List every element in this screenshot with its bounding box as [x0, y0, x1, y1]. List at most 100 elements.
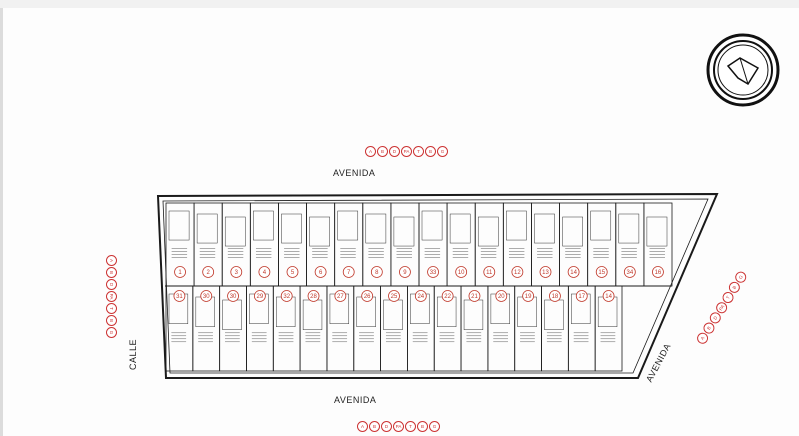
zone-code: B [106, 267, 117, 278]
lot-number: 26 [364, 294, 371, 300]
lot-number-circle [455, 266, 468, 278]
lot-parcel [643, 202, 673, 287]
lot-number: 30 [203, 294, 210, 300]
lot-number-circle [388, 290, 400, 302]
lot-number: 34 [626, 270, 633, 276]
lot-number: 22 [444, 294, 451, 300]
lot-number-circle [483, 266, 496, 278]
lot-number: 21 [471, 294, 478, 300]
left-border [0, 8, 3, 436]
lot-number: 3 [235, 270, 239, 276]
lot-number-circle [652, 266, 664, 278]
lot-number: 24 [417, 294, 424, 300]
building-footprint [562, 216, 583, 247]
building-footprint [309, 216, 330, 247]
lot-number: 18 [552, 294, 559, 300]
building-footprint [421, 210, 443, 241]
building-footprint [253, 210, 274, 241]
lot-number-circle [414, 290, 427, 302]
lot-number: 14 [605, 294, 612, 300]
lot-number-circle [202, 266, 215, 278]
lot-number-circle [575, 290, 588, 302]
lot-number: 27 [337, 294, 344, 300]
lot-number-circle [230, 266, 243, 278]
street-label-left: CALLE [128, 338, 138, 370]
building-footprint [590, 210, 612, 241]
lot-number: 17 [578, 294, 585, 300]
lot-number-circle [602, 290, 615, 302]
zone-code: T [106, 303, 117, 314]
lot-number: 10 [458, 270, 465, 276]
building-footprint [463, 299, 484, 330]
building-footprint [618, 213, 640, 244]
lot-number-circle [539, 266, 552, 278]
lot-number-circle [511, 266, 524, 278]
lot-number: 13 [542, 270, 549, 276]
zone-code: A [106, 255, 117, 266]
zone-code: PA [393, 421, 404, 432]
block-outline [156, 192, 719, 379]
lot-number: 5 [291, 270, 295, 276]
lot-number-circle [567, 266, 580, 278]
lot-number-circle [427, 266, 439, 278]
lot-number-circle [307, 290, 320, 302]
zone-code: B [377, 146, 388, 157]
building-footprint [281, 213, 302, 244]
building-footprint [544, 299, 564, 330]
lot-number: 16 [655, 270, 662, 276]
lot-number: 30 [230, 294, 237, 300]
zone-code: T [413, 146, 424, 157]
building-footprint [383, 299, 403, 330]
zone-code: PA [401, 146, 412, 157]
lot-number: 31 [176, 294, 183, 300]
lot-number: 15 [598, 270, 605, 276]
street-label-bottom: AVENIDA [334, 395, 377, 405]
lot-number: 19 [525, 294, 532, 300]
zone-code: A [357, 421, 368, 432]
building-footprint [449, 213, 471, 244]
lot-number: 11 [486, 270, 493, 276]
zone-code: B [369, 421, 380, 432]
lot-number-circle [314, 266, 327, 278]
building-footprint [168, 210, 190, 241]
lot-number-circle [200, 290, 213, 302]
zone-code: A [365, 146, 376, 157]
zone-code: T [405, 421, 416, 432]
zone-code: D [381, 421, 392, 432]
lot-number-circle [468, 290, 481, 302]
street-label-top: AVENIDA [333, 168, 376, 178]
lot-parcel [594, 285, 623, 372]
building-footprint [196, 213, 218, 244]
lot-number: 29 [257, 294, 264, 300]
zone-code: D [389, 146, 400, 157]
lot-number: 1 [178, 270, 182, 276]
lot-number: 2 [206, 270, 210, 276]
building-footprint [224, 216, 246, 247]
zone-code: B [106, 315, 117, 326]
top-border [0, 0, 799, 8]
lot-number-circle [174, 266, 186, 278]
north-arrow-icon [706, 33, 780, 107]
lot-number: 20 [498, 294, 505, 300]
lot-number: 9 [403, 270, 407, 276]
building-footprint [506, 210, 527, 241]
lot-number: 7 [347, 270, 351, 276]
lot-number: 33 [430, 270, 437, 276]
building-footprint [646, 216, 668, 247]
building-footprint [393, 216, 415, 247]
building-footprint [365, 213, 387, 244]
lot-number: 25 [391, 294, 398, 300]
lot-number: 28 [310, 294, 317, 300]
lot-number-circle [286, 266, 299, 278]
lot-number-circle [623, 266, 636, 278]
building-footprint [222, 299, 242, 330]
zone-code: B [425, 146, 436, 157]
lot-number-circle [495, 290, 508, 302]
